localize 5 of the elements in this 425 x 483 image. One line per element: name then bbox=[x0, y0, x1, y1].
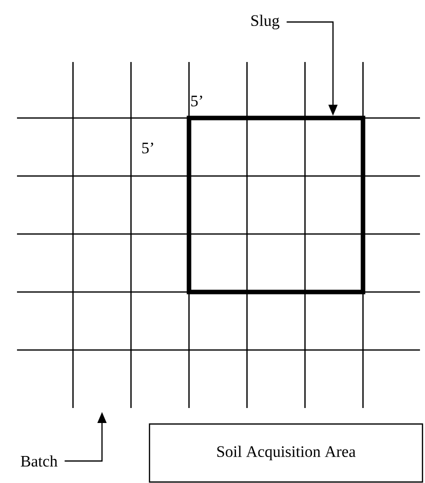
outlined-square bbox=[186, 116, 366, 294]
callout-text: Slug bbox=[251, 14, 280, 30]
label-box: Soil Acquisition Area bbox=[148, 423, 424, 483]
dimension-label: 5’ bbox=[142, 142, 154, 154]
callout-text: Batch bbox=[20, 455, 58, 467]
